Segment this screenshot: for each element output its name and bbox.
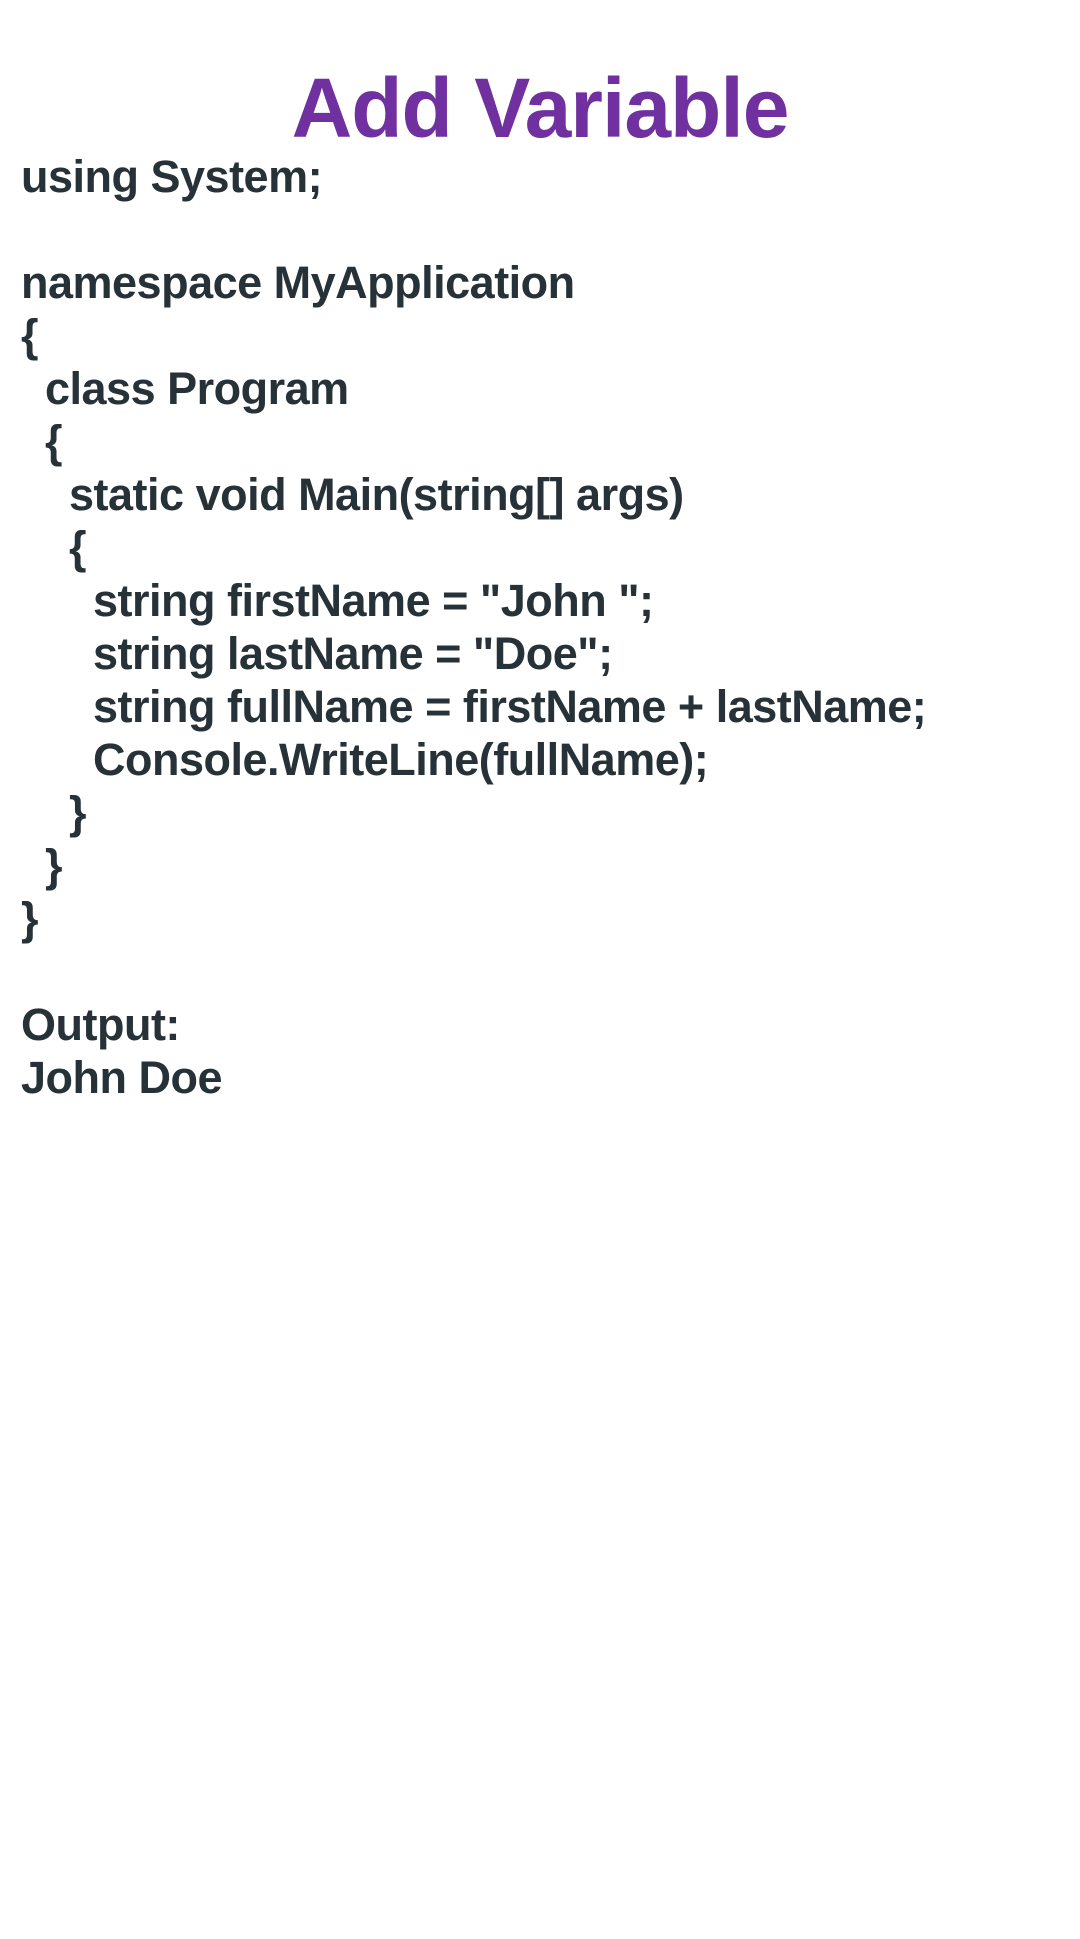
code-line: Console.WriteLine(fullName); [21,734,709,785]
code-line: class Program [21,363,349,414]
code-line: string firstName = "John "; [21,575,654,626]
code-example: using System; namespace MyApplication { … [21,150,1061,1104]
code-line: using System; [21,151,323,202]
code-line: string fullName = firstName + lastName; [21,681,927,732]
code-line-blank [21,203,1061,256]
code-line: { [21,310,39,361]
code-line: } [21,787,87,838]
spacer [21,945,1061,998]
code-line: } [21,840,63,891]
output-value: John Doe [21,1052,223,1103]
code-line: } [21,893,39,944]
output-label: Output: [21,999,180,1050]
code-line: string lastName = "Doe"; [21,628,613,679]
code-line: static void Main(string[] args) [21,469,684,520]
page-title: Add Variable [291,61,790,156]
code-line: { [21,522,87,573]
code-line: { [21,416,63,467]
code-line: namespace MyApplication [21,257,575,308]
